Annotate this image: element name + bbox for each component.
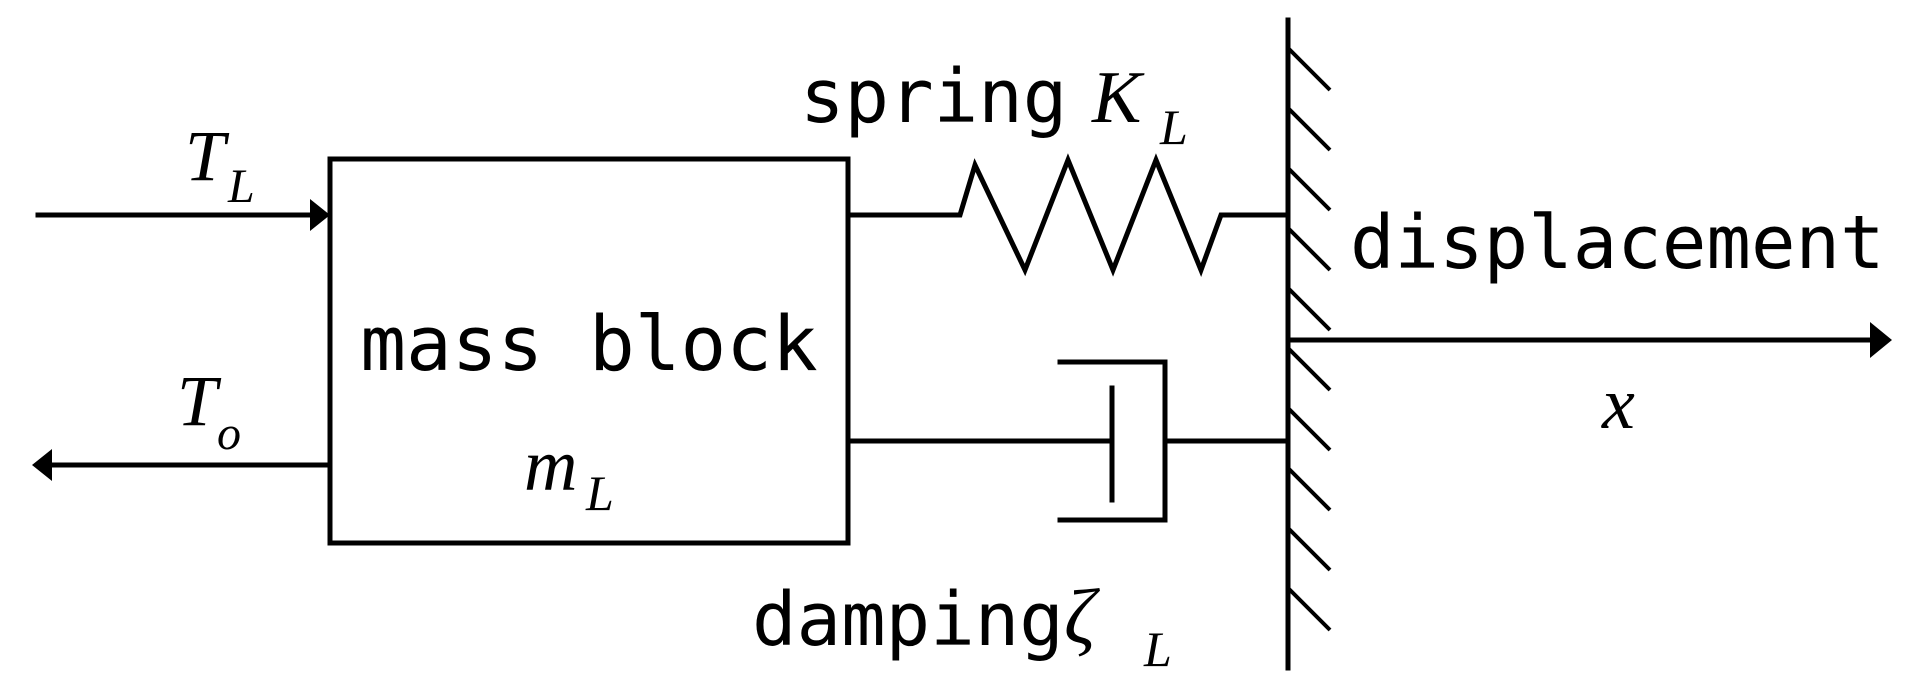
mass-block bbox=[327, 156, 851, 546]
input-torque-label: T bbox=[185, 116, 230, 196]
output-torque-label: T bbox=[177, 361, 222, 441]
arrow-right-icon bbox=[310, 199, 330, 231]
mass-block-label: mass block bbox=[360, 299, 818, 388]
output-torque-arrow bbox=[32, 449, 331, 481]
fixed-wall-icon bbox=[1285, 17, 1332, 671]
spring-variable-subscript: L bbox=[1159, 99, 1188, 155]
damping-variable-subscript: L bbox=[1143, 621, 1172, 677]
displacement-label: displacement bbox=[1350, 200, 1885, 286]
mass-block-variable: m bbox=[524, 425, 577, 507]
spring-zigzag-icon bbox=[845, 153, 1291, 277]
displacement-axis bbox=[1285, 322, 1892, 358]
arrow-left-icon bbox=[32, 449, 52, 481]
damper-icon bbox=[845, 359, 1291, 523]
input-torque-subscript: L bbox=[227, 160, 255, 213]
spring-variable: K bbox=[1091, 57, 1145, 139]
damping-label: damping bbox=[752, 577, 1064, 663]
input-torque-arrow bbox=[35, 199, 330, 231]
output-torque-subscript: o bbox=[217, 407, 241, 460]
spring-label: spring bbox=[800, 54, 1067, 140]
arrow-right-icon bbox=[1870, 322, 1892, 358]
mass-block-variable-subscript: L bbox=[585, 465, 614, 521]
displacement-variable: x bbox=[1601, 363, 1635, 445]
damping-variable: ζ bbox=[1064, 573, 1100, 660]
